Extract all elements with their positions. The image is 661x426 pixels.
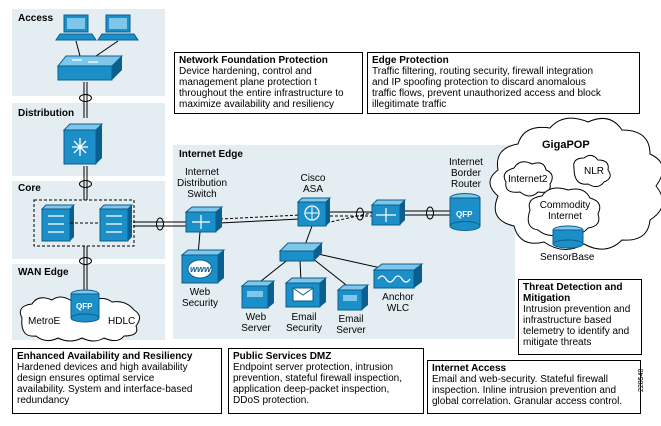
commodity-internet-label: Commodity Internet [539, 200, 591, 222]
hdlc-label: HDLC [108, 316, 136, 327]
gigapop-label: GigaPOP [542, 139, 590, 151]
dmz-switch-icon [278, 242, 324, 262]
www-label: www [190, 264, 212, 274]
core-switch-icon [40, 204, 76, 242]
nlr-cloud [573, 154, 611, 188]
internet-border-router-label: Internet Border Router [449, 157, 483, 190]
web-security-icon [180, 249, 226, 284]
cisco-asa-label: Cisco ASA [300, 173, 326, 195]
web-server-label: Web Server [241, 312, 271, 334]
internet2-label: Internet2 [508, 174, 548, 185]
core-links [83, 82, 450, 292]
asa-firewall-icon [296, 197, 332, 227]
threat-detection-box: Threat Detection and Mitigation Intrusio… [518, 279, 642, 355]
internet-edge-label: Internet Edge [179, 149, 243, 160]
internet-distribution-switch-label: Internet Distribution Switch [176, 167, 228, 200]
laptop-icon [97, 14, 139, 41]
core-label: Core [18, 183, 41, 194]
edge-protection-box: Edge Protection Traffic filtering, routi… [367, 52, 640, 114]
distribution-switch-icon [62, 123, 104, 165]
internet-access-box: Internet Access Email and web-security. … [427, 360, 641, 414]
qfp-label: QFP [76, 302, 93, 311]
internet2-cloud [503, 161, 553, 197]
public-services-dmz-box: Public Services DMZ Endpoint server prot… [228, 348, 424, 414]
qfp-label: QFP [456, 210, 473, 219]
network-foundation-title: Network Foundation Protection [179, 55, 328, 66]
edge-switch-icon [370, 199, 407, 226]
commodity-internet-cloud [527, 187, 601, 236]
email-security-icon [284, 277, 328, 308]
email-server-icon [336, 284, 370, 311]
link-bundles [79, 94, 434, 265]
sensorbase-label: SensorBase [540, 252, 595, 263]
wan-edge-label: WAN Edge [18, 267, 69, 278]
access-label: Access [18, 13, 54, 24]
border-router-icon [449, 193, 481, 231]
laptop-icon [55, 14, 97, 41]
metroe-label: MetroE [28, 316, 61, 327]
email-server-label: Email Server [336, 314, 366, 336]
edge-protection-title: Edge Protection [372, 55, 449, 66]
internet-distribution-switch-icon [184, 206, 224, 233]
core-cluster [33, 199, 135, 247]
enhanced-availability-box: Enhanced Availability and Resiliency Har… [12, 348, 222, 414]
sensorbase-database-icon [552, 225, 584, 249]
wan-router-icon [70, 289, 100, 323]
nlr-label: NLR [584, 166, 605, 177]
core-switch-icon [98, 204, 134, 242]
access-switch-icon [56, 55, 124, 81]
email-security-label: Email Security [285, 312, 323, 334]
anchor-wlc-label: Anchor WLC [382, 292, 414, 314]
distribution-label: Distribution [18, 108, 75, 119]
wlc-icon [372, 263, 424, 289]
web-security-label: Web Security [181, 287, 219, 309]
figure-id: 228540 [638, 368, 645, 392]
web-server-icon [240, 280, 276, 309]
network-foundation-protection-box: Network Foundation Protection Device har… [174, 52, 363, 114]
